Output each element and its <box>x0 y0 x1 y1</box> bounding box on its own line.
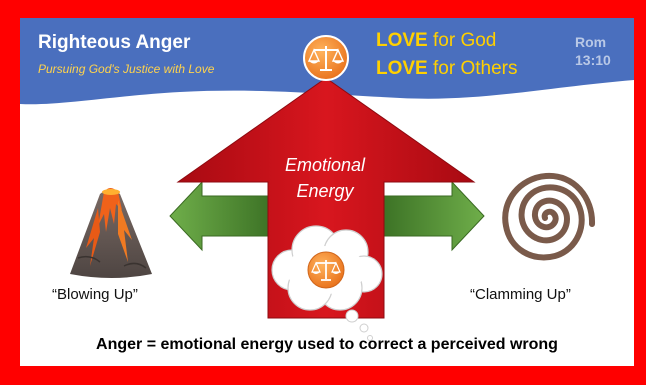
love-word: LOVE <box>376 58 428 79</box>
left-green-arrow <box>169 180 271 252</box>
reference-verse: 13:10 <box>575 52 611 68</box>
slide-title: Righteous Anger <box>38 32 191 53</box>
love-target: for God <box>427 30 497 51</box>
right-green-arrow <box>383 180 485 252</box>
anger-definition: Anger = emotional energy used to correct… <box>96 336 558 353</box>
blowing-up-label: “Blowing Up” <box>52 286 138 303</box>
slide-subtitle: Pursuing God's Justice with Love <box>38 62 215 76</box>
reference-book: Rom <box>575 34 607 50</box>
love-word: LOVE <box>376 30 428 51</box>
love-for-god-line: LOVE for God <box>376 30 496 52</box>
love-target: for Others <box>427 58 518 79</box>
diagram-graphics <box>20 18 634 341</box>
emotional-energy-up-arrow <box>176 77 476 319</box>
slide-canvas: Righteous Anger Pursuing God's Justice w… <box>20 18 634 366</box>
arrow-label-line1: Emotional <box>284 155 366 175</box>
clamming-up-label: “Clamming Up” <box>470 286 571 303</box>
arrow-label-line2: Energy <box>296 181 354 201</box>
justice-scales-icon <box>307 251 345 289</box>
love-for-others-line: LOVE for Others <box>376 58 517 80</box>
volcano-icon <box>70 188 152 278</box>
header-scales-icon <box>303 35 349 81</box>
scripture-reference: Rom 13:10 <box>575 33 611 69</box>
spiral-icon <box>502 172 596 261</box>
arrow-label: Emotional Energy <box>250 152 400 204</box>
